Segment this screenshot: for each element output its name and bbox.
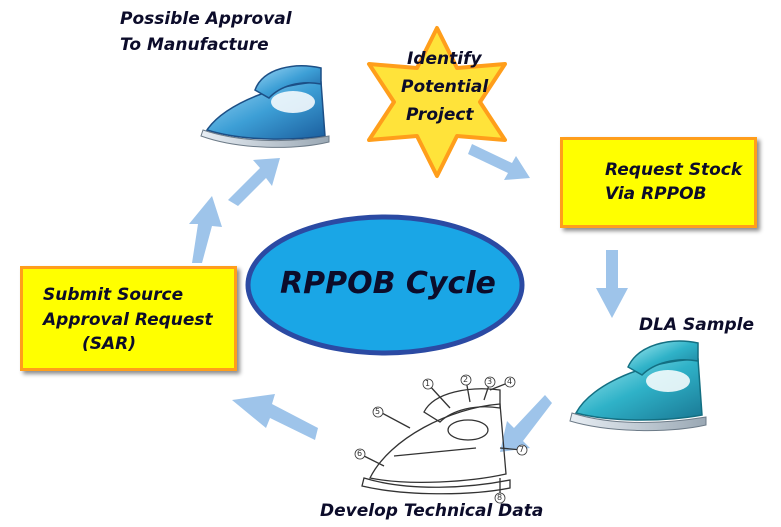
step-request-stock-box: Request Stock Via RPPOB [560, 137, 757, 228]
arrow-to-sar [232, 394, 318, 440]
iron-approval-image [200, 65, 330, 148]
step-approval-line2: To Manufacture [120, 35, 269, 55]
arrow-to-approval-b [228, 158, 280, 206]
arrow-to-sample [596, 250, 628, 318]
arrow-to-approval-a [189, 196, 222, 263]
callout-6: 6 [357, 449, 363, 458]
callout-1: 1 [425, 379, 431, 388]
step-request-line2: Via RPPOB [605, 184, 707, 204]
step-sar-box: Submit Source Approval Request (SAR) [20, 266, 237, 371]
arrow-to-drawing [500, 395, 552, 452]
arrow-to-request [468, 144, 530, 180]
step-identify-line3: Project [406, 105, 474, 125]
callout-5: 5 [375, 407, 381, 416]
callout-2: 2 [463, 375, 469, 384]
drawing-callouts [354, 374, 528, 504]
cycle-arrows [189, 144, 628, 452]
technical-drawing-image [359, 379, 523, 498]
step-dla-sample-label: DLA Sample [639, 315, 754, 335]
step-request-line1: Request Stock [605, 160, 743, 180]
callout-8: 8 [497, 493, 503, 502]
step-develop-data-label: Develop Technical Data [320, 501, 544, 521]
step-star-shape [367, 26, 507, 178]
step-sar-line2: Approval Request [43, 310, 213, 330]
step-identify-line2: Potential [401, 77, 489, 97]
center-label: RPPOB Cycle [280, 266, 496, 301]
step-sar-line1: Submit Source [43, 285, 184, 305]
callout-4: 4 [507, 377, 513, 386]
step-approval-line1: Possible Approval [120, 9, 292, 29]
callout-7: 7 [519, 445, 525, 454]
step-identify-line1: Identify [407, 49, 482, 69]
step-sar-line3: (SAR) [82, 334, 137, 354]
iron-sample-image [569, 340, 707, 432]
center-ellipse [245, 214, 525, 356]
callout-3: 3 [487, 377, 493, 386]
